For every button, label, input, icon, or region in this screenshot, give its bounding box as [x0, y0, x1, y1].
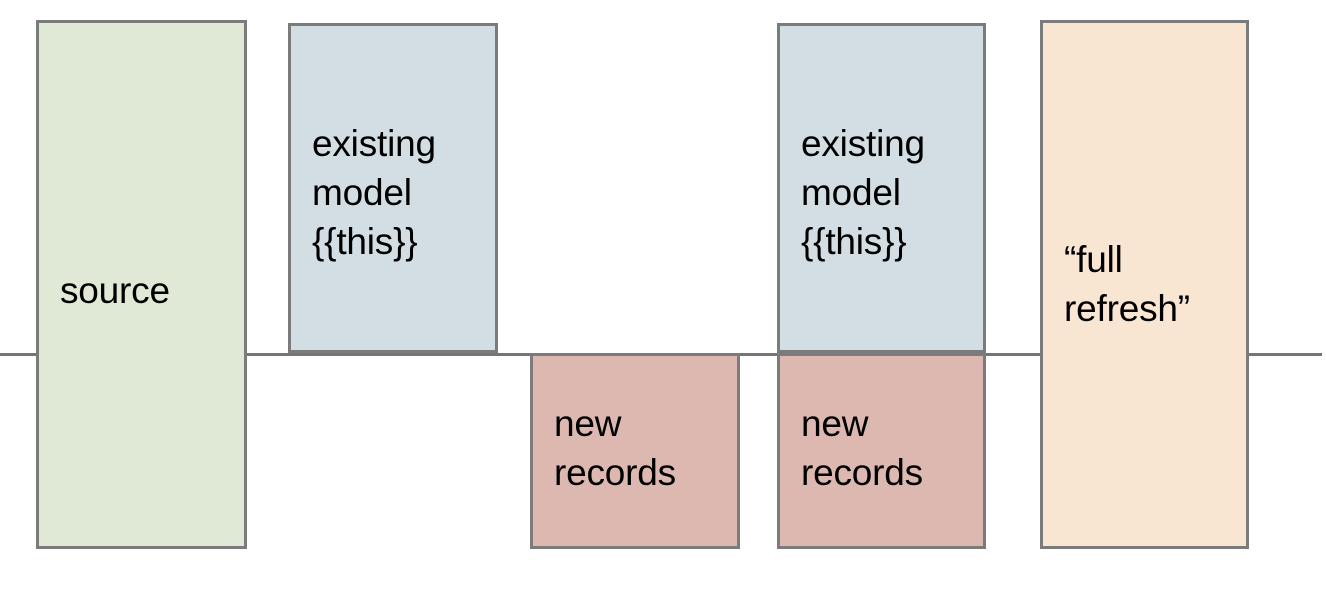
block-new-records-1-label: new records [554, 403, 676, 493]
block-source[interactable]: source [36, 20, 247, 549]
block-existing-model-1[interactable]: existing model {{this}} [288, 23, 498, 353]
block-new-records-2[interactable]: new records [777, 353, 986, 549]
block-source-label: source [60, 270, 170, 312]
block-new-records-2-label: new records [801, 403, 923, 493]
block-existing-model-2-label: existing model {{this}} [801, 123, 925, 262]
block-existing-model-1-label: existing model {{this}} [312, 123, 436, 262]
block-new-records-1[interactable]: new records [530, 353, 740, 549]
block-existing-model-2[interactable]: existing model {{this}} [777, 23, 986, 353]
block-full-refresh-label: “full refresh” [1064, 239, 1190, 329]
block-full-refresh[interactable]: “full refresh” [1040, 20, 1249, 549]
